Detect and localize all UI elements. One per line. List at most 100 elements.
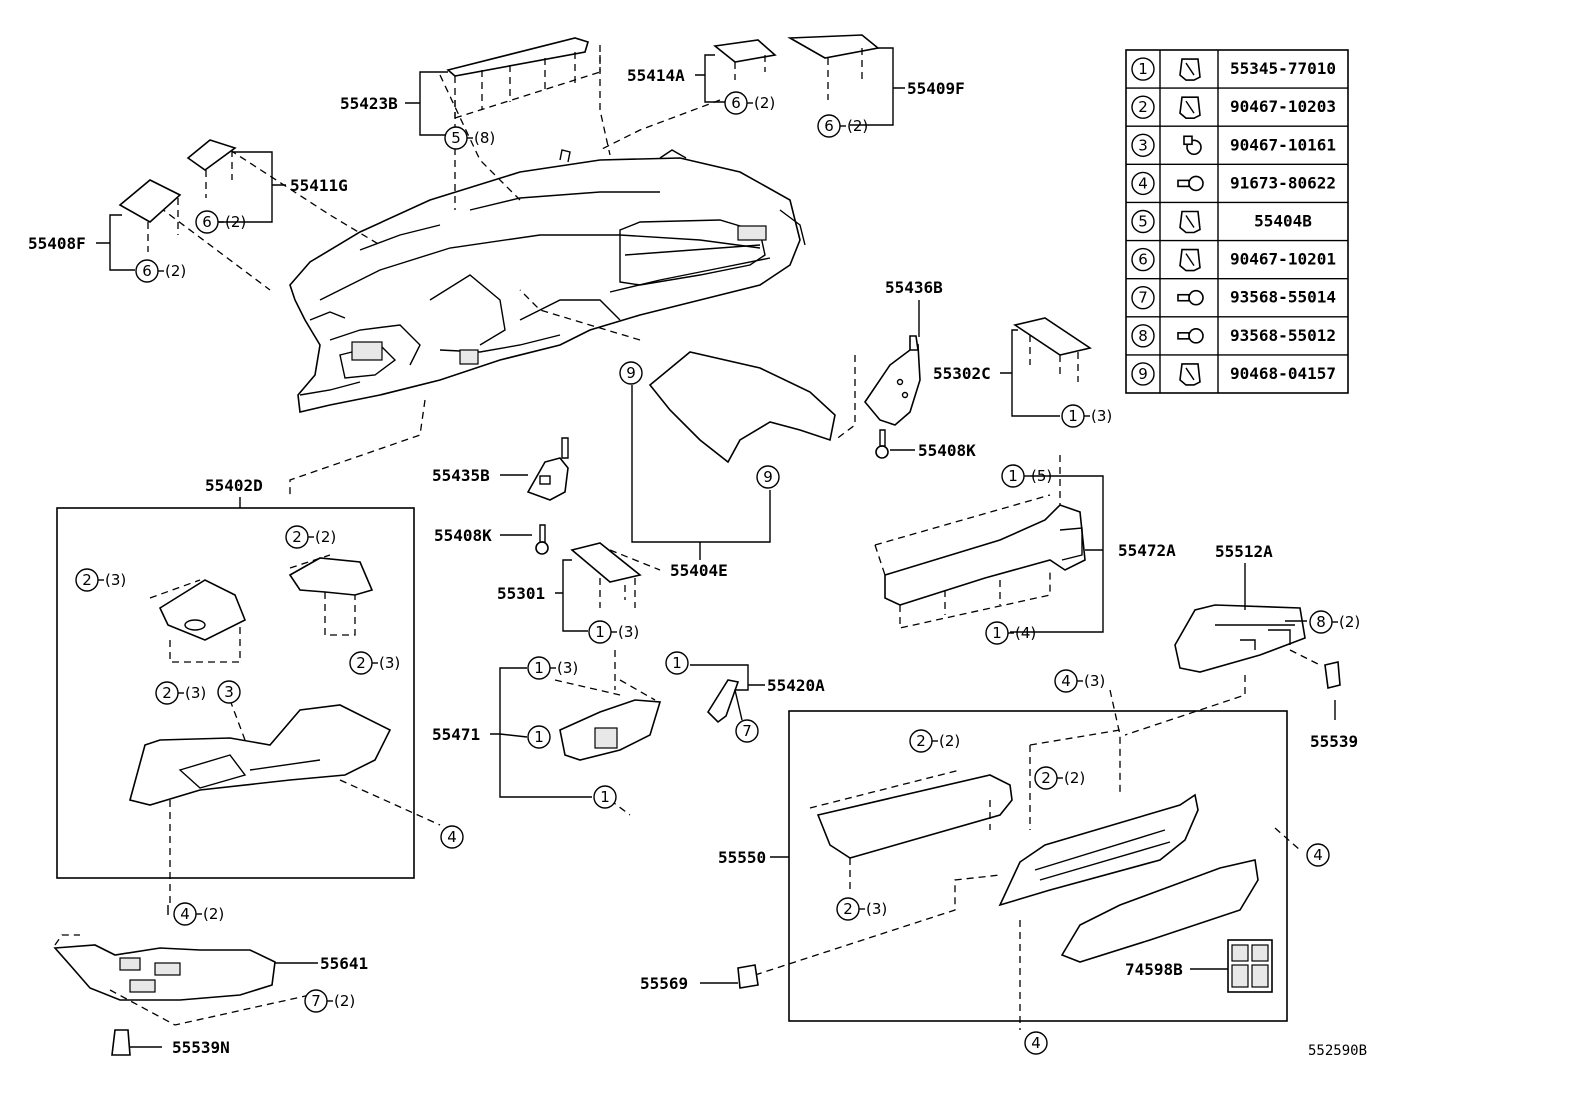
legend-number-circle — [1131, 247, 1155, 272]
legend-part-number: 90467-10201 — [1230, 250, 1336, 269]
fastener-screw-icon — [1177, 328, 1204, 344]
callout-c-1-4: 1(4) — [985, 621, 1036, 645]
callout-number: 6 — [142, 262, 152, 280]
callout-c-1-3-a: 1(3) — [1061, 404, 1112, 428]
fastener-screw-icon — [1177, 175, 1204, 192]
bracket-lines — [96, 47, 1336, 1048]
callout-number: 4 — [1313, 846, 1323, 864]
fastener-screw-icon — [1177, 289, 1204, 306]
callout-c-4-3: 4(3) — [1054, 669, 1105, 693]
group-box-55402D — [56, 507, 415, 879]
label-55411G: 55411G — [290, 176, 348, 195]
callout-quantity: (3) — [618, 623, 639, 641]
callout-number: 1 — [672, 654, 682, 672]
callout-quantity: (8) — [474, 129, 495, 147]
callout-number: 6 — [202, 213, 212, 231]
legend-number-circle — [1131, 209, 1155, 234]
callout-number: 1 — [534, 728, 544, 746]
callout-number: 4 — [180, 905, 190, 923]
label-55408K-right: 55408K — [918, 441, 976, 460]
callout-c-1-5: 1(5) — [1001, 464, 1052, 488]
callout-quantity: (2) — [939, 732, 960, 750]
callout-quantity: (2) — [754, 94, 775, 112]
callout-c-2-3-a: 2 (3) — [75, 568, 126, 592]
callout-number: 2 — [843, 900, 853, 918]
clip-55569 — [737, 964, 759, 989]
callout-number: 5 — [451, 129, 461, 147]
part-55436B-bracket — [864, 335, 921, 426]
label-55420A: 55420A — [767, 676, 825, 695]
legend-number-circle — [1131, 286, 1155, 310]
legend-row: 7 93568-55014 — [1131, 286, 1336, 310]
legend-number-circle — [1131, 57, 1155, 81]
label-55409F: 55409F — [907, 79, 965, 98]
legend-part-number: 93568-55012 — [1230, 326, 1336, 345]
callout-quantity: (2) — [1064, 769, 1085, 787]
part-55414A-cover — [713, 39, 777, 80]
part-55641-duct — [53, 934, 311, 1026]
callout-quantity: (3) — [1091, 407, 1112, 425]
part-55471-trim — [554, 679, 662, 761]
callout-c-2-2-b: 2(2) — [909, 729, 960, 753]
legend-number-circle — [1131, 362, 1155, 386]
callout-quantity: (3) — [105, 571, 126, 589]
label-55539N: 55539N — [172, 1038, 230, 1057]
callout-quantity: (2) — [847, 117, 868, 135]
callout-c-6-2-a: 6(2) — [724, 91, 775, 115]
legend-number: 9 — [1138, 365, 1148, 383]
callout-number: 8 — [1316, 613, 1326, 631]
screw-55408K-right — [875, 429, 889, 459]
label-74598B-sticker — [1227, 939, 1273, 993]
label-55550: 55550 — [718, 848, 766, 867]
callout-quantity: (3) — [557, 659, 578, 677]
callout-c-2-3-c: 2(3) — [155, 681, 206, 705]
label-55404E: 55404E — [670, 561, 728, 580]
callout-c-5-8: 5 (8) — [444, 126, 495, 150]
screw-55408K-left — [535, 524, 549, 555]
instrument-panel-illustration — [289, 149, 806, 413]
label-55539: 55539 — [1310, 732, 1358, 751]
callout-quantity: (2) — [225, 213, 246, 231]
part-55402D-lower-panel — [129, 554, 392, 806]
callout-number: 2 — [162, 684, 172, 702]
legend-number: 3 — [1138, 136, 1148, 154]
callout-number: 1 — [1008, 467, 1018, 485]
label-55302C: 55302C — [933, 364, 991, 383]
callout-c-1-3-c: 1(3) — [527, 656, 578, 680]
legend-number: 7 — [1138, 289, 1148, 307]
legend-number: 1 — [1138, 60, 1148, 78]
label-55408F: 55408F — [28, 234, 86, 253]
legend-number: 5 — [1138, 213, 1148, 231]
callout-number: 4 — [1061, 672, 1071, 690]
part-55404E-center-panel — [648, 351, 836, 464]
legend-part-number: 93568-55014 — [1230, 288, 1336, 307]
part-55408F-cover — [118, 179, 182, 252]
callout-c-1-c: 1 — [665, 651, 689, 675]
label-55402D: 55402D — [205, 476, 263, 495]
callout-c-1-a: 1 — [527, 725, 551, 749]
label-55301: 55301 — [497, 584, 545, 603]
callout-c-1-b: 1 — [593, 785, 617, 809]
label-55569: 55569 — [640, 974, 688, 993]
legend-part-number: 90467-10161 — [1230, 135, 1336, 154]
callout-c-8-2: 8 (2) — [1309, 610, 1360, 634]
part-55409F-cover — [787, 34, 880, 100]
callout-number: 2 — [356, 654, 366, 672]
callout-number: 2 — [82, 571, 92, 589]
callout-quantity: (2) — [1339, 613, 1360, 631]
callout-number: 3 — [224, 683, 234, 701]
callout-quantity: (3) — [379, 654, 400, 672]
callout-c-9-b: 9 — [756, 465, 780, 489]
callout-c-6-2-d: 6(2) — [135, 259, 186, 283]
legend-number-circle — [1131, 133, 1155, 157]
legend-row: 3 90467-10161 — [1131, 133, 1336, 157]
legend-number-circle — [1131, 171, 1155, 196]
callout-number: 7 — [311, 992, 321, 1010]
